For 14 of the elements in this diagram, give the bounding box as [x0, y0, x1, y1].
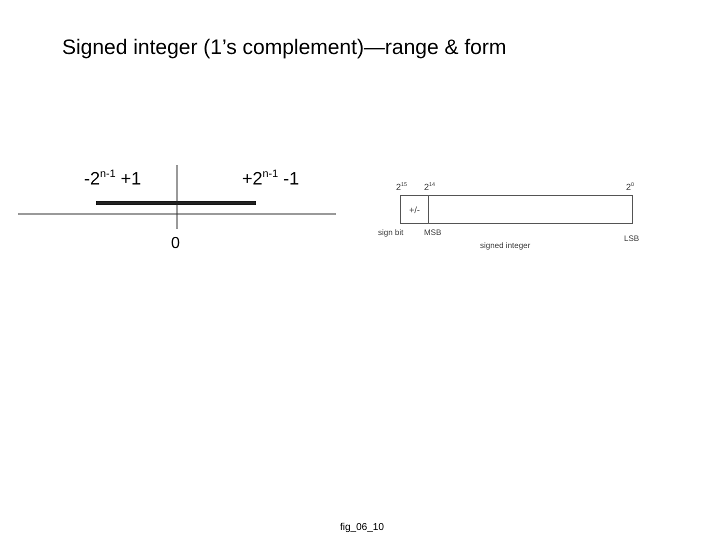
register-field	[428, 195, 633, 224]
bit-weight: 2$^{15}$	[396, 182, 408, 192]
caption: fig_06_10	[340, 522, 384, 533]
title: Signed integer (1’s complement)—range & form	[62, 36, 506, 60]
field-label: sign bit	[378, 228, 404, 237]
bit-weight: 2$^{0}$	[626, 182, 634, 192]
sign-bit-cell: +/-	[400, 195, 429, 224]
range-min-label: -2$^{n-1}$ +1	[84, 168, 142, 190]
range-max-label: +2$^{n-1}$ -1	[242, 168, 300, 190]
zero-label: 0	[171, 235, 180, 253]
field-label: LSB	[624, 234, 640, 243]
bit-weight: 2$^{14}$	[424, 182, 436, 192]
field-label: signed integer	[480, 241, 530, 250]
field-label: MSB	[424, 228, 442, 237]
